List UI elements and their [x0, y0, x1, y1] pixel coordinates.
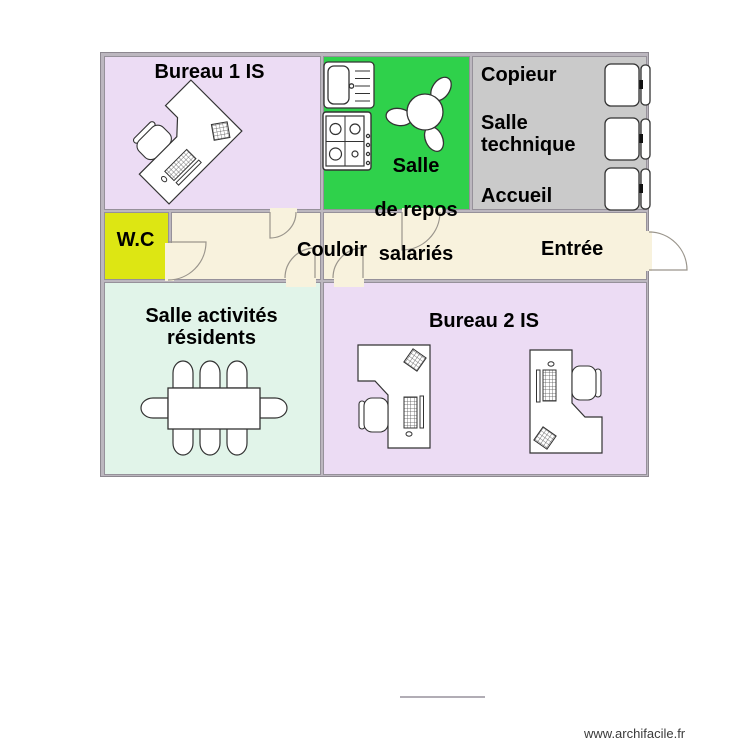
room-label-salle-repos: Salle de repos salariés: [374, 155, 458, 265]
room-label-couloir: Couloir: [297, 239, 367, 261]
door-gap-bureau2: [334, 277, 364, 287]
label-copieur: Copieur: [481, 64, 557, 86]
cabinet-icon[interactable]: [604, 167, 651, 211]
door-gap-entrance: [642, 231, 652, 271]
watermark: www.archifacile.fr: [584, 726, 686, 741]
chair-icon: [226, 427, 248, 456]
chair-icon: [259, 397, 288, 419]
sink-icon[interactable]: [323, 61, 375, 109]
room-label-bureau2: Bureau 2 IS: [428, 310, 540, 332]
room-wc[interactable]: [104, 212, 169, 280]
detached-wall-segment: [400, 696, 485, 698]
room-label-bureau1: Bureau 1 IS: [154, 61, 265, 83]
chair-icon: [226, 360, 248, 389]
stove-icon[interactable]: [322, 111, 372, 171]
label-salle-technique: Salle technique: [481, 112, 576, 156]
entrance-door[interactable]: [648, 231, 688, 271]
cabinet-icon[interactable]: [604, 117, 651, 161]
room-label-entree: Entrée: [541, 238, 604, 260]
door-gap-bureau1: [270, 208, 297, 218]
cabinet-icon[interactable]: [604, 63, 651, 107]
chair-icon: [199, 360, 221, 389]
room-label-wc: W.C: [116, 229, 155, 251]
room-label-salle-activites: Salle activités résidents: [145, 305, 278, 349]
chair-icon: [172, 360, 194, 389]
chair-icon: [172, 427, 194, 456]
round-table-icon[interactable]: [385, 73, 456, 154]
door-gap-activites: [286, 277, 316, 287]
chair-icon: [140, 397, 169, 419]
corridor-east[interactable]: [323, 212, 647, 280]
chair-icon: [199, 427, 221, 456]
label-accueil: Accueil: [481, 185, 553, 207]
meeting-table-icon[interactable]: [140, 360, 288, 456]
